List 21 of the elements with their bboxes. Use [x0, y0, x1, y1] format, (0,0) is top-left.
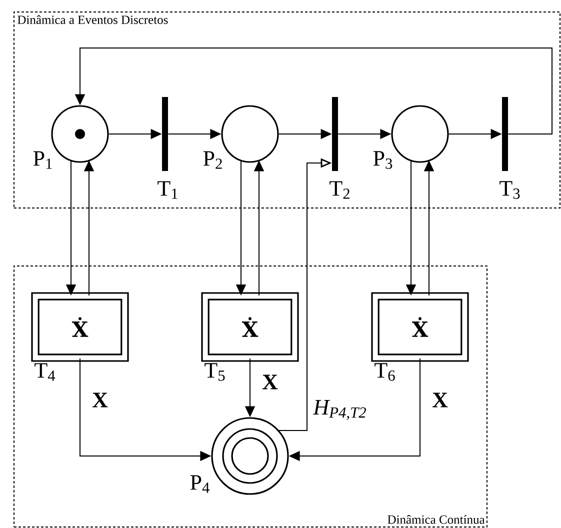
place-label: P$_{1}$: [33, 151, 52, 169]
continuous-place-circle: [211, 417, 289, 495]
edge-label: X: [261, 374, 279, 390]
place-label: P$_{2}$: [203, 151, 222, 169]
place-circle: [391, 105, 449, 163]
place-label: T$_{5}$: [204, 363, 225, 381]
place-label: T$_{6}$: [374, 363, 395, 381]
place-label: T$_{1}$: [158, 181, 178, 199]
edge-label: X: [431, 392, 449, 408]
place-label: T$_{4}$: [34, 363, 56, 381]
edge-label: X: [91, 392, 109, 408]
continuous-transition-box: Ẋ: [371, 292, 469, 362]
continuous-transition-box: Ẋ: [31, 292, 129, 362]
place-circle: [221, 105, 279, 163]
place-label: T$_{3}$: [500, 181, 520, 199]
marked-place-circle: [51, 105, 109, 163]
place-label: P$_{3}$: [373, 151, 392, 169]
place-label: T$_{2}$: [330, 181, 350, 199]
edge-label: H$_{P4,T2}$: [312, 399, 368, 421]
place-label: P$_{4}$: [190, 475, 210, 493]
continuous-transition-box: Ẋ: [201, 292, 299, 362]
